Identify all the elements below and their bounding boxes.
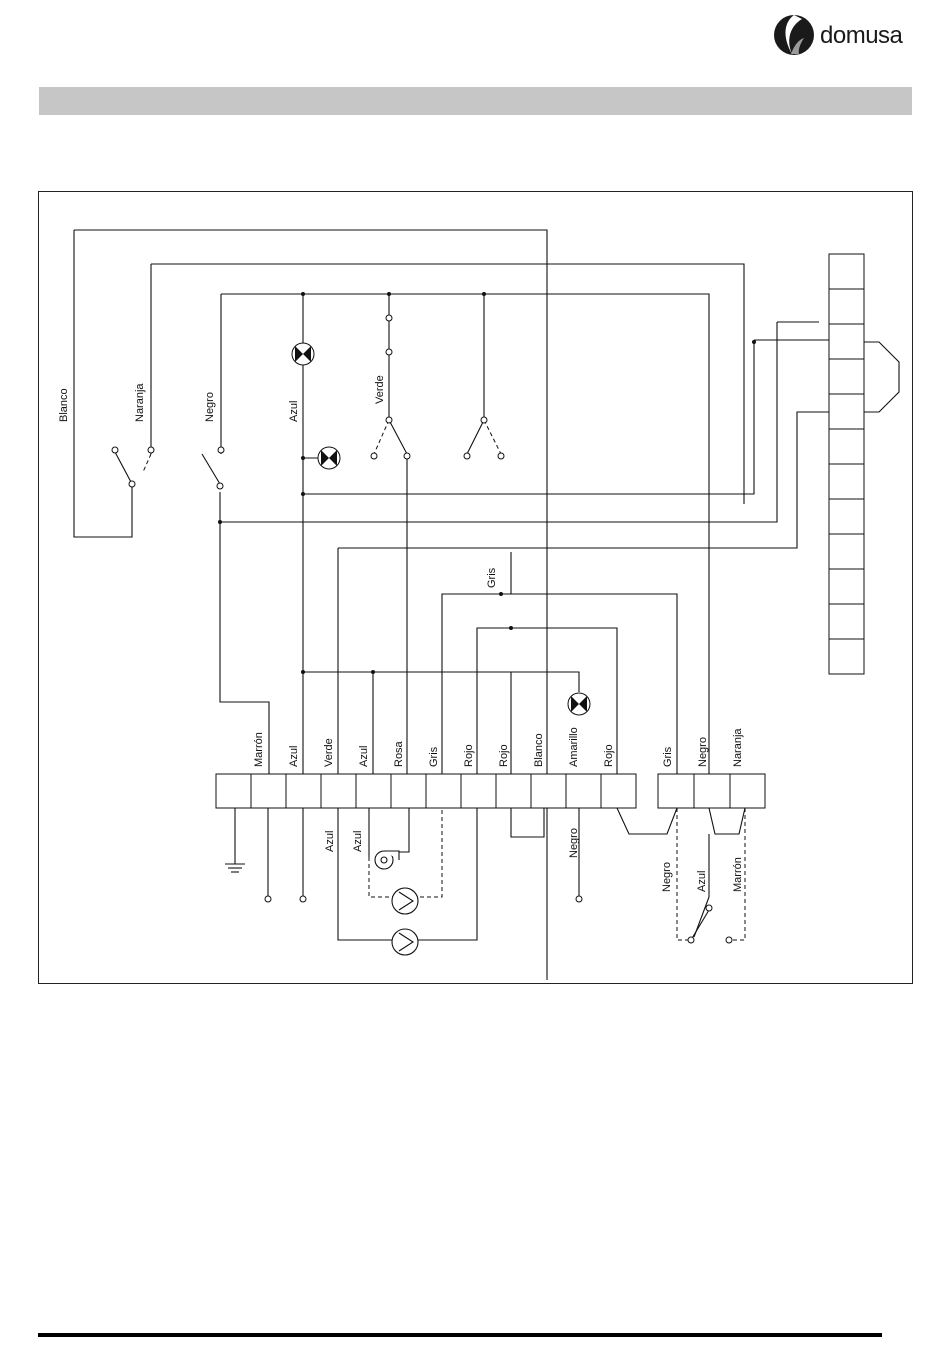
- lower-label: Marrón: [732, 857, 744, 892]
- lower-label: Negro: [568, 828, 580, 858]
- wire-label-gris: Gris: [486, 567, 498, 588]
- terminal-label: Rojo: [498, 744, 510, 767]
- terminal-label: Azul: [288, 746, 300, 767]
- section-header-bar: [39, 87, 912, 115]
- terminal-label: Gris: [662, 746, 674, 767]
- terminal-label: Azul: [358, 746, 370, 767]
- wire-label-negro: Negro: [204, 392, 216, 422]
- terminal-label: Rojo: [603, 744, 615, 767]
- lower-label: Negro: [661, 862, 673, 892]
- wire-label-blanco: Blanco: [58, 388, 70, 422]
- wire-label-naranja: Naranja: [134, 383, 146, 422]
- terminal-label: Rojo: [463, 744, 475, 767]
- terminal-label: Naranja: [732, 728, 744, 767]
- terminal-label: Rosa: [393, 740, 405, 767]
- wiring-diagram-frame: Blanco Naranja Negro Azul Verde Gris Mar…: [38, 191, 913, 984]
- terminal-label: Gris: [428, 746, 440, 767]
- terminal-label: Blanco: [533, 733, 545, 767]
- terminal-label: Marrón: [253, 732, 265, 767]
- lower-label: Azul: [324, 831, 336, 852]
- terminal-label: Negro: [697, 737, 709, 767]
- wire-label-azul: Azul: [288, 401, 300, 422]
- terminal-label: Verde: [323, 738, 335, 767]
- brand-name: domusa: [820, 22, 902, 50]
- terminal-label: Amarillo: [568, 727, 580, 767]
- footer-rule: [38, 1333, 882, 1337]
- lower-label: Azul: [352, 831, 364, 852]
- wire-labels: Blanco Naranja Negro Azul Verde Gris Mar…: [58, 375, 744, 892]
- wiring-diagram: Blanco Naranja Negro Azul Verde Gris Mar…: [39, 192, 914, 985]
- wire-label-verde: Verde: [374, 375, 386, 404]
- lower-label: Azul: [696, 871, 708, 892]
- lamp-icon: [292, 343, 590, 715]
